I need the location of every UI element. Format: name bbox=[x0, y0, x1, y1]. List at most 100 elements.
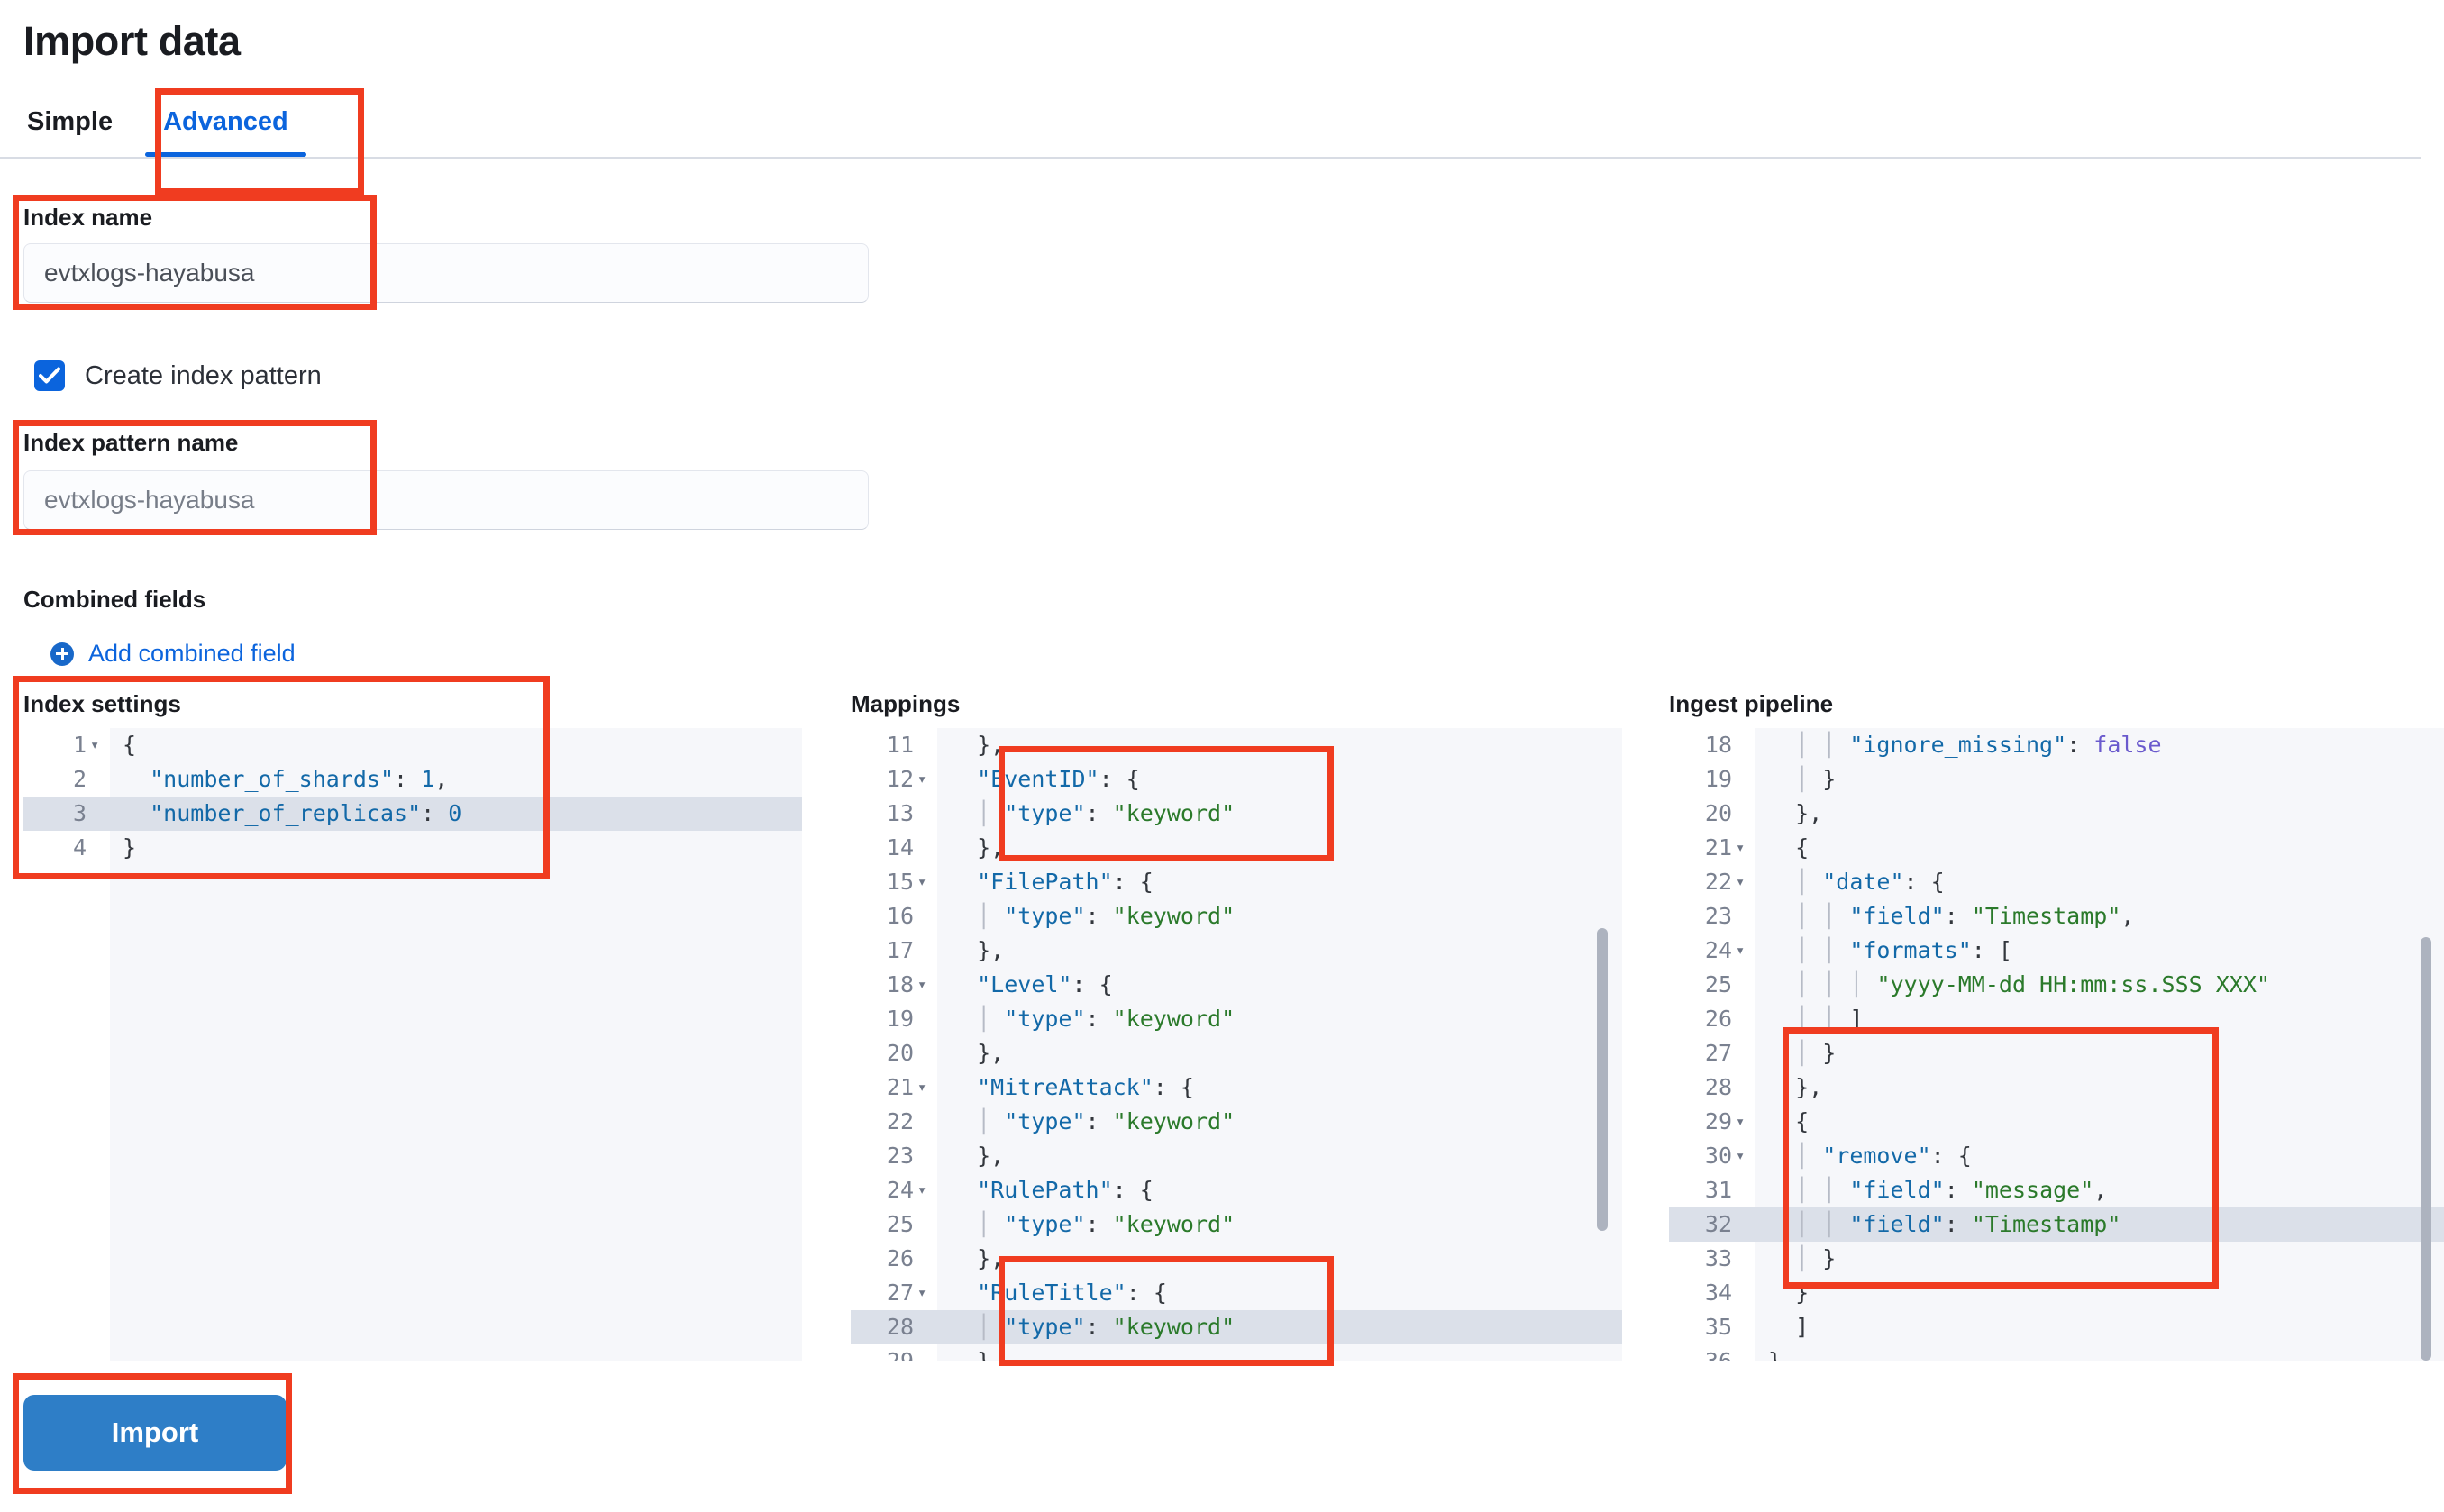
code-text: │ } bbox=[1795, 766, 1837, 792]
fold-arrow-icon[interactable] bbox=[90, 831, 106, 865]
line-number: 33 bbox=[1669, 1242, 1732, 1276]
fold-arrow-icon[interactable] bbox=[1736, 762, 1752, 797]
fold-arrow-icon[interactable] bbox=[1736, 1002, 1752, 1036]
fold-arrow-icon[interactable] bbox=[1736, 968, 1752, 1002]
index-settings-editor[interactable]: 1▾{2 "number_of_shards": 1,3 "number_of_… bbox=[23, 728, 802, 1361]
fold-arrow-icon[interactable]: ▾ bbox=[1736, 839, 1746, 857]
fold-arrow-icon[interactable]: ▾ bbox=[917, 873, 927, 891]
line-number: 19 bbox=[851, 1002, 914, 1036]
fold-arrow-icon[interactable] bbox=[917, 899, 934, 934]
fold-arrow-icon[interactable] bbox=[917, 728, 934, 762]
code-line: 29 }, bbox=[851, 1344, 1622, 1361]
line-number: 32 bbox=[1669, 1207, 1732, 1242]
fold-arrow-icon[interactable] bbox=[917, 1344, 934, 1361]
tab-advanced[interactable]: Advanced bbox=[132, 107, 319, 157]
fold-arrow-icon[interactable] bbox=[917, 1207, 934, 1242]
fold-arrow-icon[interactable] bbox=[917, 1002, 934, 1036]
code-text: } bbox=[123, 834, 137, 861]
fold-arrow-icon[interactable] bbox=[917, 1105, 934, 1139]
line-number: 36 bbox=[1669, 1344, 1732, 1361]
line-number: 19 bbox=[1669, 762, 1732, 797]
code-line: 22 │ "type": "keyword" bbox=[851, 1105, 1622, 1139]
fold-arrow-icon[interactable] bbox=[917, 831, 934, 865]
fold-arrow-icon[interactable] bbox=[1736, 1036, 1752, 1070]
ingest-pipeline-scrollbar[interactable] bbox=[2421, 937, 2431, 1361]
line-number: 35 bbox=[1669, 1310, 1732, 1344]
line-number: 2 bbox=[23, 762, 87, 797]
line-number: 13 bbox=[851, 797, 914, 831]
code-line: 3 "number_of_replicas": 0 bbox=[23, 797, 802, 831]
add-combined-field-button[interactable]: Add combined field bbox=[50, 640, 296, 668]
fold-arrow-icon[interactable] bbox=[1736, 1207, 1752, 1242]
fold-arrow-icon[interactable]: ▾ bbox=[1736, 1113, 1746, 1131]
import-button[interactable]: Import bbox=[23, 1395, 287, 1471]
code-line: 20 }, bbox=[1669, 797, 2444, 831]
fold-arrow-icon[interactable]: ▾ bbox=[1736, 1147, 1746, 1165]
create-index-pattern-row[interactable]: Create index pattern bbox=[34, 360, 322, 391]
code-line: 21▾ "MitreAttack": { bbox=[851, 1070, 1622, 1105]
fold-arrow-icon[interactable]: ▾ bbox=[917, 1079, 927, 1097]
code-line: 28 }, bbox=[1669, 1070, 2444, 1105]
code-text: │ "type": "keyword" bbox=[977, 1108, 1236, 1134]
fold-arrow-icon[interactable] bbox=[1736, 728, 1752, 762]
fold-arrow-icon[interactable] bbox=[1736, 1070, 1752, 1105]
line-number: 21 bbox=[851, 1070, 914, 1105]
line-number: 23 bbox=[1669, 899, 1732, 934]
code-text: } bbox=[1795, 1280, 1810, 1306]
code-text: "RuleTitle": { bbox=[977, 1280, 1167, 1306]
code-text: ] bbox=[1795, 1314, 1810, 1340]
fold-arrow-icon[interactable]: ▾ bbox=[917, 1181, 927, 1199]
line-number: 1 bbox=[23, 728, 87, 762]
line-number: 23 bbox=[851, 1139, 914, 1173]
fold-arrow-icon[interactable] bbox=[917, 1036, 934, 1070]
fold-arrow-icon[interactable]: ▾ bbox=[1736, 873, 1746, 891]
create-index-pattern-label: Create index pattern bbox=[85, 360, 322, 390]
fold-arrow-icon[interactable] bbox=[917, 1242, 934, 1276]
ingest-pipeline-title: Ingest pipeline bbox=[1669, 690, 1834, 717]
tab-simple[interactable]: Simple bbox=[27, 107, 114, 136]
fold-arrow-icon[interactable] bbox=[1736, 1173, 1752, 1207]
fold-arrow-icon[interactable] bbox=[1736, 1310, 1752, 1344]
checkbox-checked-icon[interactable] bbox=[34, 360, 65, 391]
code-line-list: 1▾{2 "number_of_shards": 1,3 "number_of_… bbox=[23, 728, 802, 865]
line-number: 18 bbox=[1669, 728, 1732, 762]
fold-arrow-icon[interactable] bbox=[1736, 899, 1752, 934]
line-number: 29 bbox=[1669, 1105, 1732, 1139]
fold-arrow-icon[interactable] bbox=[1736, 1242, 1752, 1276]
code-line: 19 │ } bbox=[1669, 762, 2444, 797]
fold-arrow-icon[interactable] bbox=[917, 1139, 934, 1173]
fold-arrow-icon[interactable] bbox=[917, 934, 934, 968]
fold-arrow-icon[interactable] bbox=[917, 797, 934, 831]
fold-arrow-icon[interactable]: ▾ bbox=[1736, 942, 1746, 960]
fold-arrow-icon[interactable]: ▾ bbox=[917, 976, 927, 994]
line-number: 22 bbox=[1669, 865, 1732, 899]
fold-arrow-icon[interactable] bbox=[917, 1310, 934, 1344]
fold-arrow-icon[interactable] bbox=[1736, 1276, 1752, 1310]
index-name-label: Index name bbox=[23, 204, 153, 231]
index-settings-title: Index settings bbox=[23, 690, 181, 717]
fold-arrow-icon[interactable] bbox=[1736, 797, 1752, 831]
fold-arrow-icon[interactable] bbox=[90, 762, 106, 797]
code-text: { bbox=[1795, 834, 1810, 861]
fold-arrow-icon[interactable]: ▾ bbox=[917, 1284, 927, 1302]
fold-arrow-icon[interactable] bbox=[1736, 1344, 1752, 1361]
index-pattern-name-label: Index pattern name bbox=[23, 429, 239, 456]
code-text: }, bbox=[977, 732, 1005, 758]
fold-arrow-icon[interactable]: ▾ bbox=[917, 770, 927, 788]
code-line: 30▾ │ "remove": { bbox=[1669, 1139, 2444, 1173]
line-number: 30 bbox=[1669, 1139, 1732, 1173]
index-pattern-name-input[interactable] bbox=[23, 470, 869, 530]
code-line: 32 │ │ "field": "Timestamp" bbox=[1669, 1207, 2444, 1242]
code-line: 19 │ "type": "keyword" bbox=[851, 1002, 1622, 1036]
fold-arrow-icon[interactable]: ▾ bbox=[90, 736, 100, 754]
add-combined-field-label: Add combined field bbox=[88, 640, 296, 667]
code-line: 24▾ │ │ "formats": [ bbox=[1669, 934, 2444, 968]
code-line: 1▾{ bbox=[23, 728, 802, 762]
mappings-scrollbar[interactable] bbox=[1597, 928, 1608, 1231]
index-name-input[interactable] bbox=[23, 243, 869, 303]
fold-arrow-icon[interactable] bbox=[90, 797, 106, 831]
mappings-editor[interactable]: 11 },12▾ "EventID": {13 │ "type": "keywo… bbox=[851, 728, 1622, 1361]
code-text: }, bbox=[977, 1143, 1005, 1169]
